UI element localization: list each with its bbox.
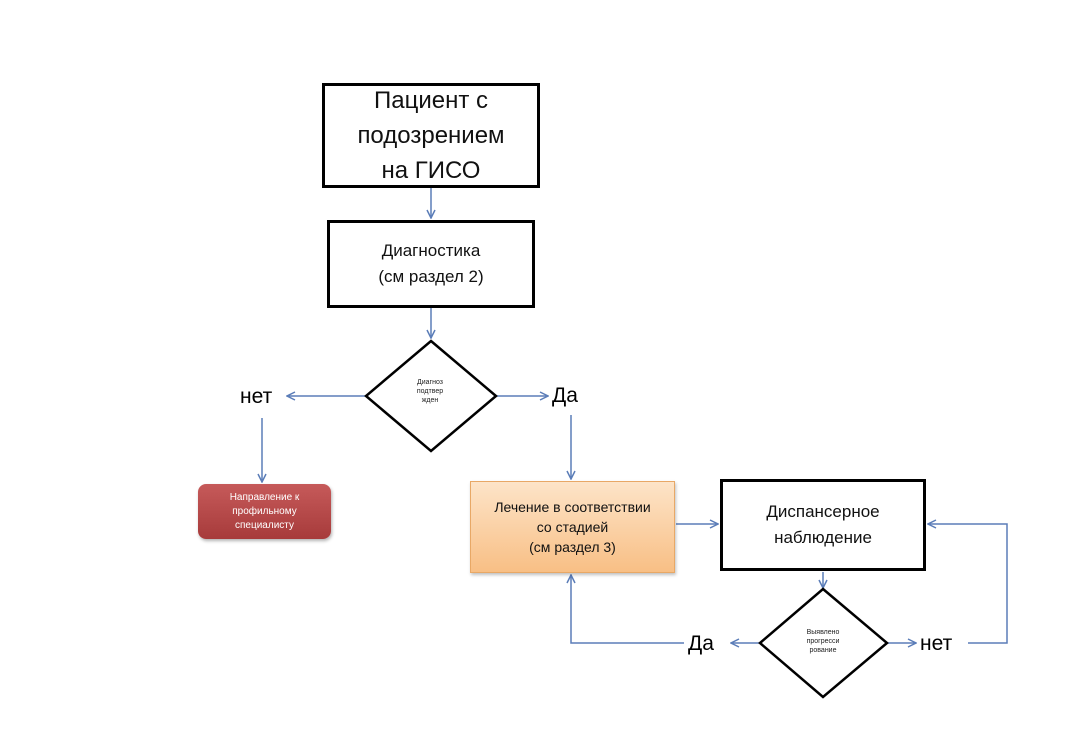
decision-confirmed-label: Диагноз подтвер жден [416,379,444,404]
decision-diamond-confirmed [364,339,498,453]
node-patient: Пациент с подозрением на ГИСО [322,83,540,188]
node-dispensary: Диспансерное наблюдение [720,479,926,571]
node-treatment-label: Лечение в соответствии со стадией (см ра… [494,499,651,555]
decision-diamond-progression [758,587,889,699]
node-dispensary-label: Диспансерное наблюдение [766,502,880,547]
decision-progression-label: Выявлено прогресси рование [806,629,840,654]
arrow-no-2-to-dispensary [928,524,1008,644]
branch-label-no: нет [240,385,273,408]
node-patient-label: Пациент с подозрением на ГИСО [357,87,505,184]
node-referral: Направление к профильному специалисту [198,484,331,539]
node-treatment: Лечение в соответствии со стадией (см ра… [470,481,675,573]
branch-label-yes-progression: Да [688,632,714,655]
node-referral-label: Направление к профильному специалисту [229,491,300,531]
node-diagnostics-label: Диагностика (см раздел 2) [378,241,484,286]
node-diagnostics: Диагностика (см раздел 2) [327,220,535,308]
branch-label-yes: Да [552,384,578,407]
branch-label-no-progression: нет [920,632,953,655]
arrow-yes-2-to-treatment [571,575,684,644]
